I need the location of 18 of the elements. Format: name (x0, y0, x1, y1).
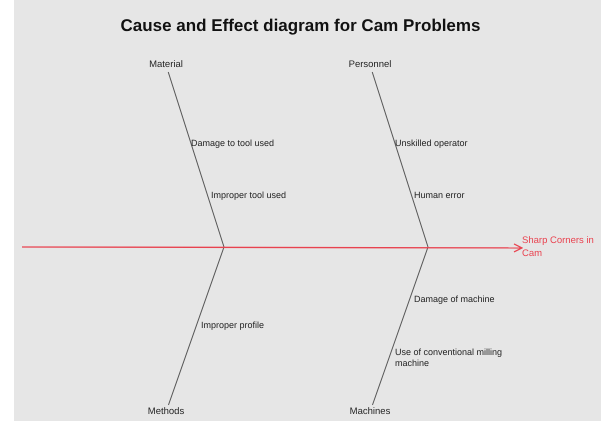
cause-label: Human error (414, 190, 466, 201)
fishbone-line (168, 72, 224, 248)
category-label: Material (136, 58, 196, 72)
category-label: Machines (340, 405, 400, 419)
cause-label: Damage of machine (414, 294, 496, 305)
cause-label: Unskilled operator (395, 138, 469, 149)
cause-label: Damage to tool used (191, 138, 276, 149)
arrow (22, 243, 523, 253)
effect-label: Sharp Corners in Cam (522, 234, 598, 262)
diagram-title: Cause and Effect diagram for Cam Problems (120, 16, 482, 36)
cause-label: Improper tool used (211, 190, 288, 201)
fishbone-line (372, 246, 428, 406)
cause-label: Improper profile (201, 320, 266, 331)
category-label: Personnel (340, 58, 400, 72)
category-label: Methods (136, 405, 196, 419)
fishbone-line (372, 72, 428, 248)
fishbone-line (168, 246, 224, 406)
cause-label: Use of conventional milling machine (395, 347, 504, 369)
